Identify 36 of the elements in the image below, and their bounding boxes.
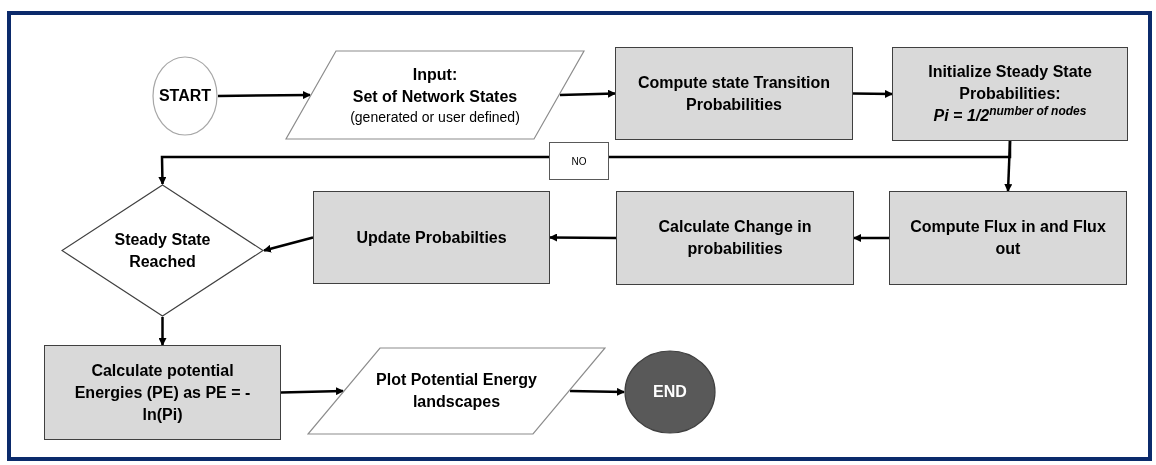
- input-output-parallelogram: [307, 347, 606, 435]
- end-terminal: [624, 350, 716, 434]
- process-box: [615, 47, 853, 140]
- process-box: [44, 345, 281, 440]
- arrow: [280, 387, 344, 396]
- input-output-parallelogram: [285, 50, 585, 140]
- node-text: Steady State Reached: [113, 229, 212, 272]
- node-text: Compute state Transition Probabilities: [637, 72, 831, 115]
- arrow: [569, 387, 625, 396]
- node-text: END: [653, 382, 687, 402]
- edge-label: NO: [549, 142, 609, 180]
- node-text: Calculate Change in probabilities: [657, 217, 813, 259]
- arrow: [853, 89, 893, 98]
- node-text: START: [158, 86, 212, 106]
- decision-diamond: [61, 184, 264, 317]
- arrow: [549, 233, 616, 242]
- process-box: [313, 191, 550, 284]
- arrow: [853, 234, 889, 242]
- node-text: (generated or user defined): [350, 108, 520, 126]
- arrow: [158, 141, 1012, 185]
- node-text: Initialize Steady State Probabilities:: [927, 62, 1093, 104]
- arrow: [263, 236, 314, 253]
- node-text: Update Probabilties: [356, 227, 507, 248]
- node-text: Compute Flux in and Flux out: [909, 217, 1107, 259]
- process-box: [616, 191, 854, 285]
- arrow: [158, 317, 167, 346]
- node-text: Calculate potential Energies (PE) as PE = -ln(Pi): [73, 360, 252, 425]
- process-box: [892, 47, 1128, 141]
- arrow: [218, 91, 311, 100]
- start-terminal: [152, 56, 218, 136]
- node-text: Plot Potential Energy landscapes: [375, 370, 538, 412]
- process-box: [889, 191, 1127, 285]
- node-text: Input:: [412, 65, 458, 85]
- node-text: Set of Network States: [352, 87, 518, 107]
- node-text: Pi = 1/2$^{number of nodes}$: [933, 105, 1087, 126]
- arrow: [559, 89, 616, 98]
